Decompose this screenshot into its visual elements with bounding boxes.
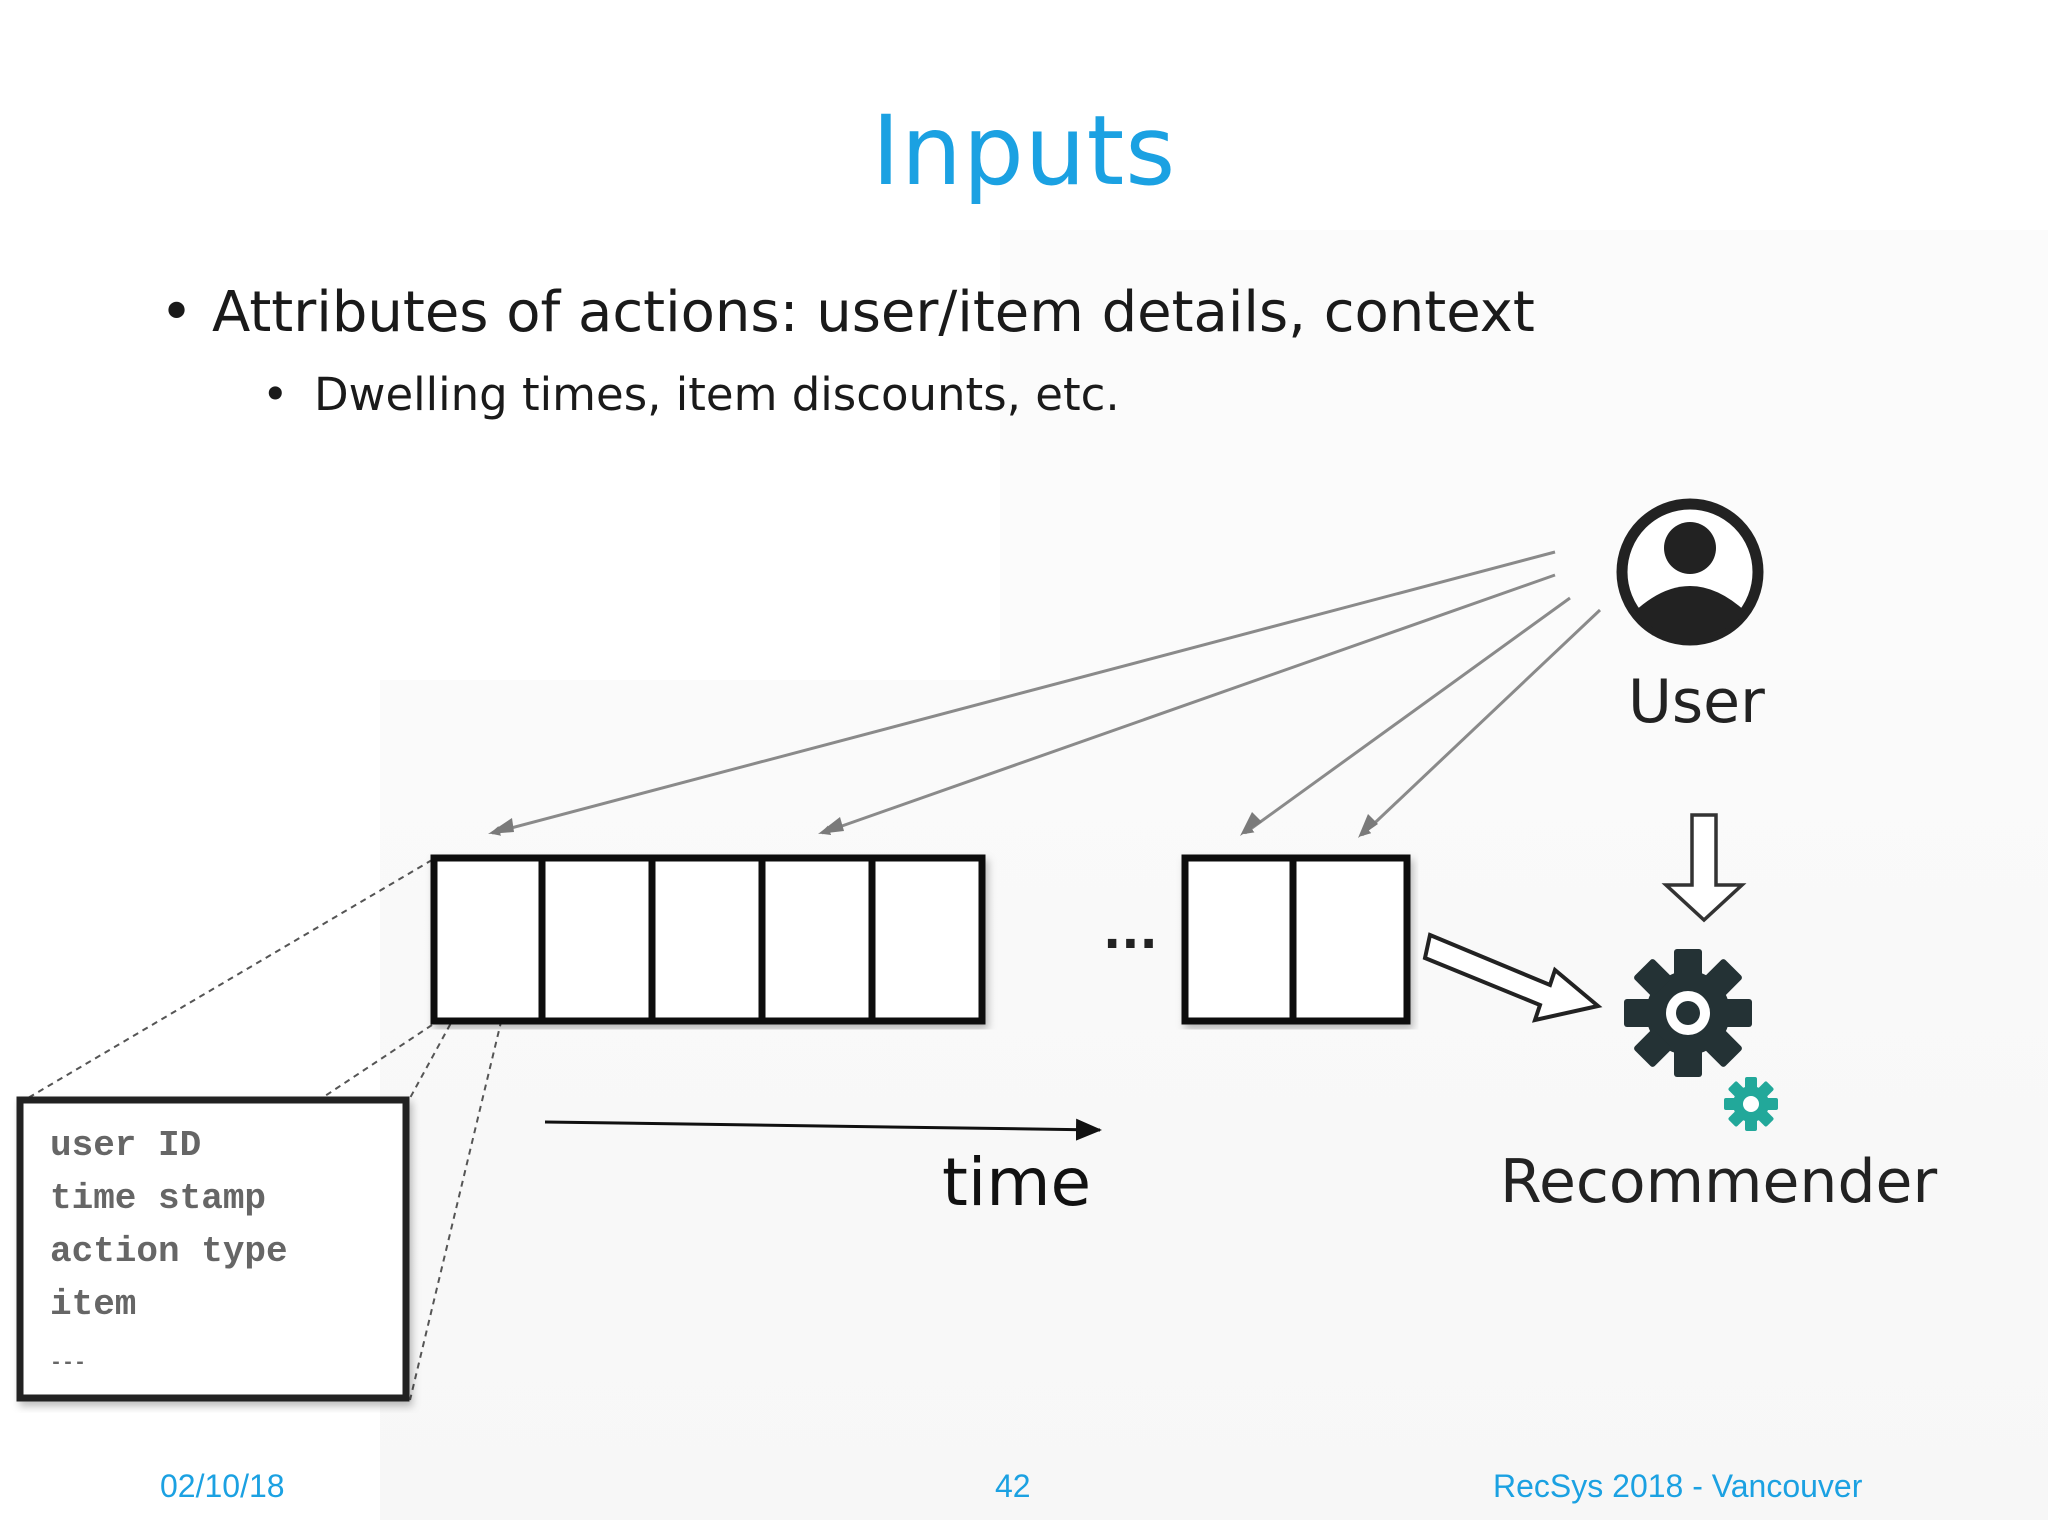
connector-line	[321, 1024, 433, 1099]
record-detail-box	[16, 1096, 410, 1402]
gray-arrowheads	[488, 812, 1378, 838]
arrow-user-to-action-2	[820, 573, 1556, 836]
time-label: time	[942, 1144, 1091, 1221]
arrow-user-to-action-1	[490, 550, 1556, 836]
record-field-more: ---	[50, 1352, 86, 1375]
user-to-recommender-arrow	[1661, 813, 1747, 923]
action-box	[430, 854, 546, 1025]
diagram-background-upper	[1000, 230, 2048, 690]
arrowhead	[488, 818, 514, 834]
bullet-level-2: • Dwelling times, item discounts, etc.	[262, 368, 1120, 421]
arrow-user-to-action-4	[1360, 608, 1602, 837]
small-gear-icon	[1724, 1077, 1778, 1131]
record-field-item: item	[50, 1284, 136, 1325]
sequence-ellipsis: ...	[1103, 904, 1158, 960]
bullet-level-1: • Attributes of actions: user/item detail…	[160, 280, 1535, 345]
record-field-time-stamp: time stamp	[50, 1178, 266, 1219]
slide-title: Inputs	[871, 95, 1177, 207]
record-field-action-type: action type	[50, 1231, 288, 1272]
arrowhead	[1358, 814, 1378, 838]
user-avatar-icon	[1616, 498, 1764, 646]
bullet-text: Dwelling times, item discounts, etc.	[314, 368, 1120, 421]
footer-date: 02/10/18	[160, 1468, 285, 1504]
sequence-to-recommender-arrow	[1422, 932, 1603, 1023]
time-arrow	[544, 1118, 1102, 1141]
footer-conference: RecSys 2018 - Vancouver	[1493, 1468, 1863, 1504]
arrow-user-to-action-3	[1243, 596, 1571, 835]
bullet-symbol: •	[262, 368, 289, 421]
record-fields: user ID time stamp action type item ---	[50, 1125, 288, 1375]
action-box	[538, 854, 656, 1025]
action-box	[868, 854, 986, 1025]
gear-icon	[1624, 949, 1752, 1077]
connector-line	[27, 859, 433, 1099]
recommender-label: Recommender	[1500, 1147, 1937, 1217]
record-field-user-id: user ID	[50, 1125, 201, 1166]
action-sequence-group-1	[430, 854, 986, 1025]
bullet-symbol: •	[160, 280, 194, 345]
action-sequence-group-2	[1181, 854, 1411, 1025]
user-label: User	[1628, 667, 1765, 737]
action-box	[648, 854, 766, 1025]
action-box	[758, 854, 876, 1025]
action-box	[1289, 854, 1411, 1025]
arrowhead	[818, 817, 844, 834]
user-to-action-arrows	[490, 550, 1602, 837]
bullet-text: Attributes of actions: user/item details…	[212, 280, 1535, 345]
footer-page-number: 42	[995, 1468, 1031, 1504]
arrowhead	[1240, 812, 1262, 836]
action-box	[1181, 854, 1297, 1025]
